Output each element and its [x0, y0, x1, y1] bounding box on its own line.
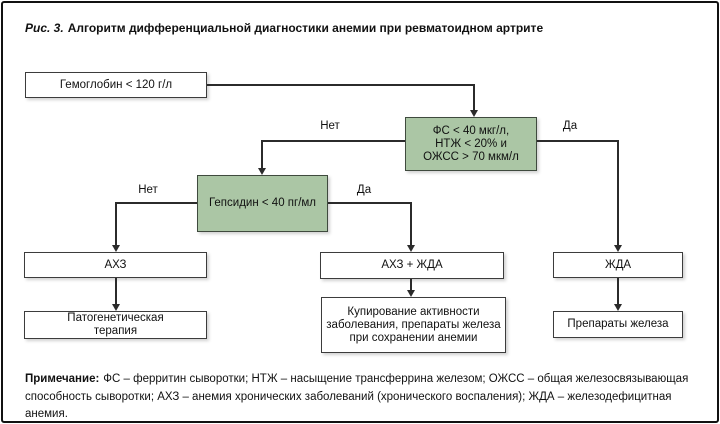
- arrow-down-icon: [112, 245, 120, 252]
- figure-caption-title: Алгоритм дифференциальной диагностики ан…: [67, 21, 544, 35]
- arrow-down-icon: [614, 245, 622, 252]
- figure-caption: Рис. 3.Алгоритм дифференциальной диагнос…: [25, 21, 685, 35]
- node-iron-preparations: Препараты железа: [553, 311, 683, 338]
- node-hemoglobin: Гемоглобин < 120 г/л: [25, 72, 207, 98]
- edge-label-hepcidin-no: Нет: [128, 184, 168, 197]
- edge-hepcidin-no-vline: [115, 202, 117, 245]
- arrow-down-icon: [258, 168, 266, 175]
- edge-hemoglobin-ferritin-hline: [207, 84, 474, 86]
- node-hepcidin: Гепсидин < 40 пг/мл: [197, 175, 328, 232]
- edge-hepcidin-no-hline: [116, 202, 197, 204]
- node-achz-zhda: АХЗ + ЖДА: [320, 252, 504, 279]
- edge-hemoglobin-ferritin-vline: [473, 84, 475, 110]
- note-text: ФС – ферритин сыворотки; НТЖ – насыщение…: [25, 373, 689, 420]
- figure-caption-prefix: Рис. 3.: [25, 21, 64, 35]
- node-pathogenetic-therapy: Патогенетическая терапия: [24, 311, 207, 339]
- edge-label-ferritin-yes: Да: [552, 120, 588, 133]
- edge-hepcidin-yes-hline: [328, 202, 411, 204]
- node-zhda: ЖДА: [553, 252, 683, 278]
- edge-achzzhda-control-vline: [410, 279, 412, 290]
- node-achz: АХЗ: [24, 252, 207, 278]
- arrow-down-icon: [407, 290, 415, 297]
- edge-label-ferritin-no: Нет: [310, 120, 350, 133]
- edge-ferritin-no-hline: [262, 140, 405, 142]
- arrow-down-icon: [614, 304, 622, 311]
- edge-achz-therapy-vline: [115, 278, 117, 304]
- arrow-down-icon: [470, 110, 478, 117]
- edge-hepcidin-yes-vline: [410, 202, 412, 245]
- node-ferritin-criteria: ФС < 40 мкг/л, НТЖ < 20% и ОЖСС > 70 мкм…: [405, 117, 537, 171]
- edge-zhda-iron-vline: [617, 278, 619, 304]
- node-disease-control: Купирование активности заболевания, преп…: [321, 297, 506, 353]
- edge-label-hepcidin-yes: Да: [346, 184, 382, 197]
- note-label: Примечание:: [25, 373, 100, 385]
- note: Примечание:ФС – ферритин сыворотки; НТЖ …: [25, 371, 697, 424]
- edge-ferritin-yes-vline: [617, 140, 619, 245]
- arrow-down-icon: [112, 304, 120, 311]
- edge-ferritin-no-vline: [261, 140, 263, 168]
- edge-ferritin-yes-hline: [537, 140, 618, 142]
- arrow-down-icon: [407, 245, 415, 252]
